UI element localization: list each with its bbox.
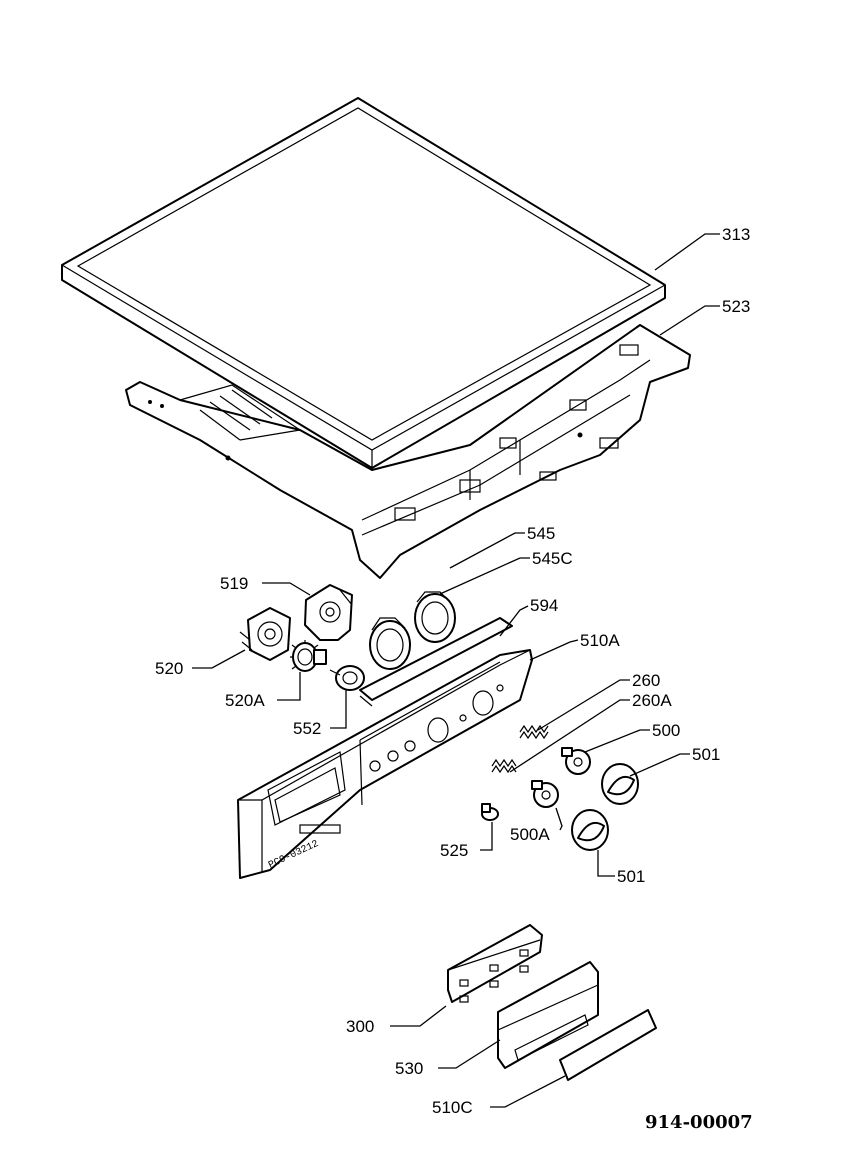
label-530: 530 (395, 1059, 423, 1078)
label-510c: 510C (432, 1098, 473, 1117)
knob-ring-545 (369, 617, 411, 670)
label-500a: 500A (510, 825, 550, 844)
label-523: 523 (722, 297, 750, 316)
label-260: 260 (632, 671, 660, 690)
bracket-300 (447, 924, 543, 1003)
control-frame (125, 324, 691, 579)
label-520: 520 (155, 659, 183, 678)
label-501-upper: 501 (692, 745, 720, 764)
spindle-500 (561, 747, 591, 775)
label-510a: 510A (580, 631, 620, 650)
part-labels: 313 523 545 545C 519 594 510A 520 260 26… (155, 225, 750, 1117)
spring-260a (491, 758, 517, 774)
label-545c: 545C (532, 549, 573, 568)
handle-530 (497, 961, 599, 1069)
knob-501-upper (601, 763, 639, 805)
label-520a: 520A (225, 691, 265, 710)
label-260a: 260A (632, 691, 672, 710)
knob-ring-545c (414, 591, 456, 643)
drawing-code: 914-00007 (645, 1112, 753, 1133)
label-519: 519 (220, 574, 248, 593)
gear-520a (290, 640, 327, 672)
top-cover (61, 97, 666, 469)
knob-501-lower (571, 809, 609, 851)
label-552: 552 (293, 719, 321, 738)
spring-260 (519, 724, 549, 740)
leader-lines (192, 233, 720, 1108)
label-300: 300 (346, 1017, 374, 1036)
label-313: 313 (722, 225, 750, 244)
selector-520 (239, 607, 291, 661)
bracket-519 (304, 584, 353, 641)
insert-510c (559, 1009, 657, 1081)
spindle-500a (531, 780, 559, 808)
label-545: 545 (527, 524, 555, 543)
pin-525 (481, 803, 499, 821)
label-501-lower: 501 (617, 867, 645, 886)
trim-strip-594 (359, 617, 513, 707)
label-594: 594 (530, 596, 558, 615)
label-500: 500 (652, 721, 680, 740)
knob-insert-552 (329, 665, 365, 691)
control-panel-510a: PC9-03212 (237, 649, 533, 879)
label-525: 525 (440, 841, 468, 860)
